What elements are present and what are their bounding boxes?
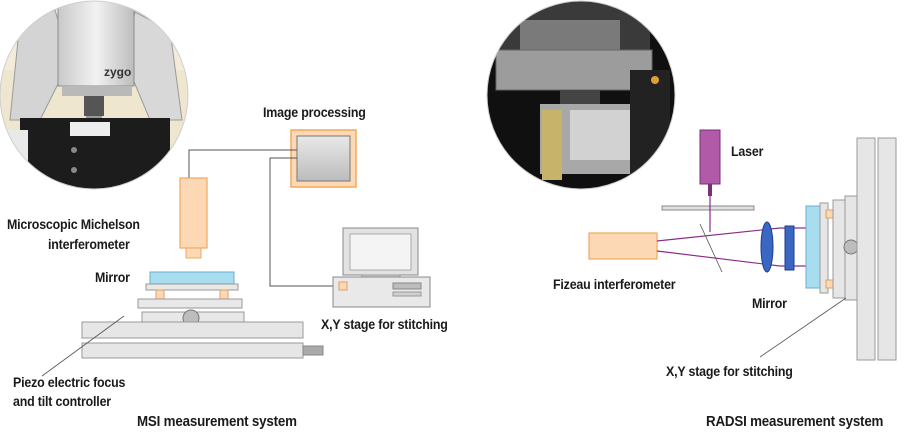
msi-xy-stage-label: X,Y stage for stitching bbox=[321, 317, 448, 332]
laser-label: Laser bbox=[731, 144, 764, 159]
piezo-leader-line bbox=[41, 315, 125, 377]
radsi-mirror-label: Mirror bbox=[752, 296, 787, 311]
reference-flat bbox=[784, 225, 795, 271]
radsi-mirror bbox=[805, 205, 821, 289]
beam-splitter-plate bbox=[661, 205, 755, 211]
zygo-logo-text: zygo bbox=[104, 65, 131, 79]
radsi-xy-stage-label: X,Y stage for stitching bbox=[666, 364, 793, 379]
piezo-label-line1: Piezo electric focus bbox=[13, 375, 126, 390]
collimating-lens bbox=[760, 221, 774, 273]
radsi-stage bbox=[819, 137, 897, 361]
radsi-stage-leader-line bbox=[759, 297, 847, 358]
laser bbox=[699, 129, 721, 196]
image-processing-monitor bbox=[290, 129, 357, 188]
image-processing-label: Image processing bbox=[263, 105, 366, 120]
computer bbox=[332, 227, 431, 308]
msi-caption: MSI measurement system bbox=[137, 414, 297, 430]
fizeau-interferometer bbox=[588, 232, 658, 260]
radsi-caption: RADSI measurement system bbox=[706, 414, 884, 430]
msi-wires bbox=[188, 149, 346, 287]
fizeau-label: Fizeau interferometer bbox=[553, 277, 676, 292]
michelson-label-line2: interferometer bbox=[48, 237, 130, 252]
piezo-label-line2: and tilt controller bbox=[13, 394, 111, 409]
radsi-photo bbox=[487, 1, 675, 189]
msi-mirror-stage bbox=[137, 271, 245, 327]
michelson-interferometer bbox=[179, 177, 208, 259]
michelson-label-line1: Microscopic Michelson bbox=[7, 217, 140, 232]
msi-base bbox=[81, 321, 324, 359]
msi-mirror-label: Mirror bbox=[95, 270, 130, 285]
